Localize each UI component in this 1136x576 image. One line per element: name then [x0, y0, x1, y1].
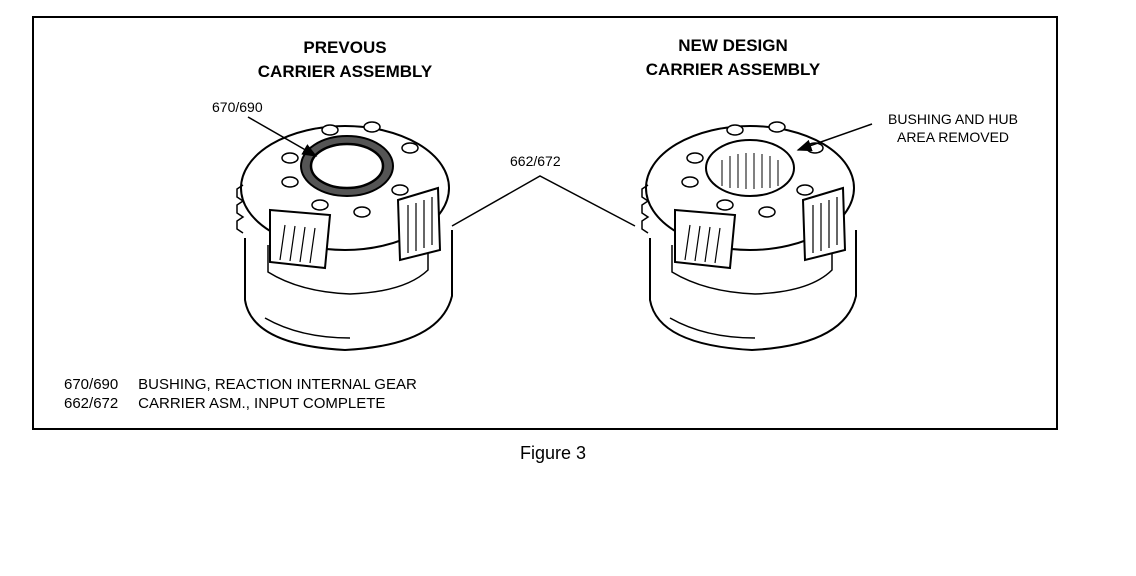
previous-carrier-title: PREVOUS CARRIER ASSEMBLY: [257, 38, 433, 81]
figure-frame: [32, 16, 1058, 430]
removed-area-note: BUSHING AND HUB AREA REMOVED: [888, 111, 1018, 145]
legend-code: 670/690: [64, 376, 119, 393]
carrier-callout-label: 662/672: [510, 153, 561, 169]
bushing-callout-label: 670/690: [212, 99, 263, 115]
legend-row: 670/690 BUSHING, REACTION INTERNAL GEAR: [64, 375, 417, 394]
figure-caption: Figure 3: [519, 443, 587, 463]
leader-lines: [247, 116, 873, 227]
new-carrier-illustration: [641, 121, 857, 352]
parts-legend: 670/690 BUSHING, REACTION INTERNAL GEAR …: [64, 375, 417, 413]
legend-text: BUSHING, REACTION INTERNAL GEAR: [138, 376, 417, 393]
legend-code: 662/672: [64, 395, 119, 412]
previous-carrier-illustration: [236, 121, 453, 352]
new-design-carrier-title: NEW DESIGN CARRIER ASSEMBLY: [645, 36, 821, 79]
legend-row: 662/672 CARRIER ASM., INPUT COMPLETE: [64, 394, 417, 413]
legend-text: CARRIER ASM., INPUT COMPLETE: [138, 395, 386, 412]
